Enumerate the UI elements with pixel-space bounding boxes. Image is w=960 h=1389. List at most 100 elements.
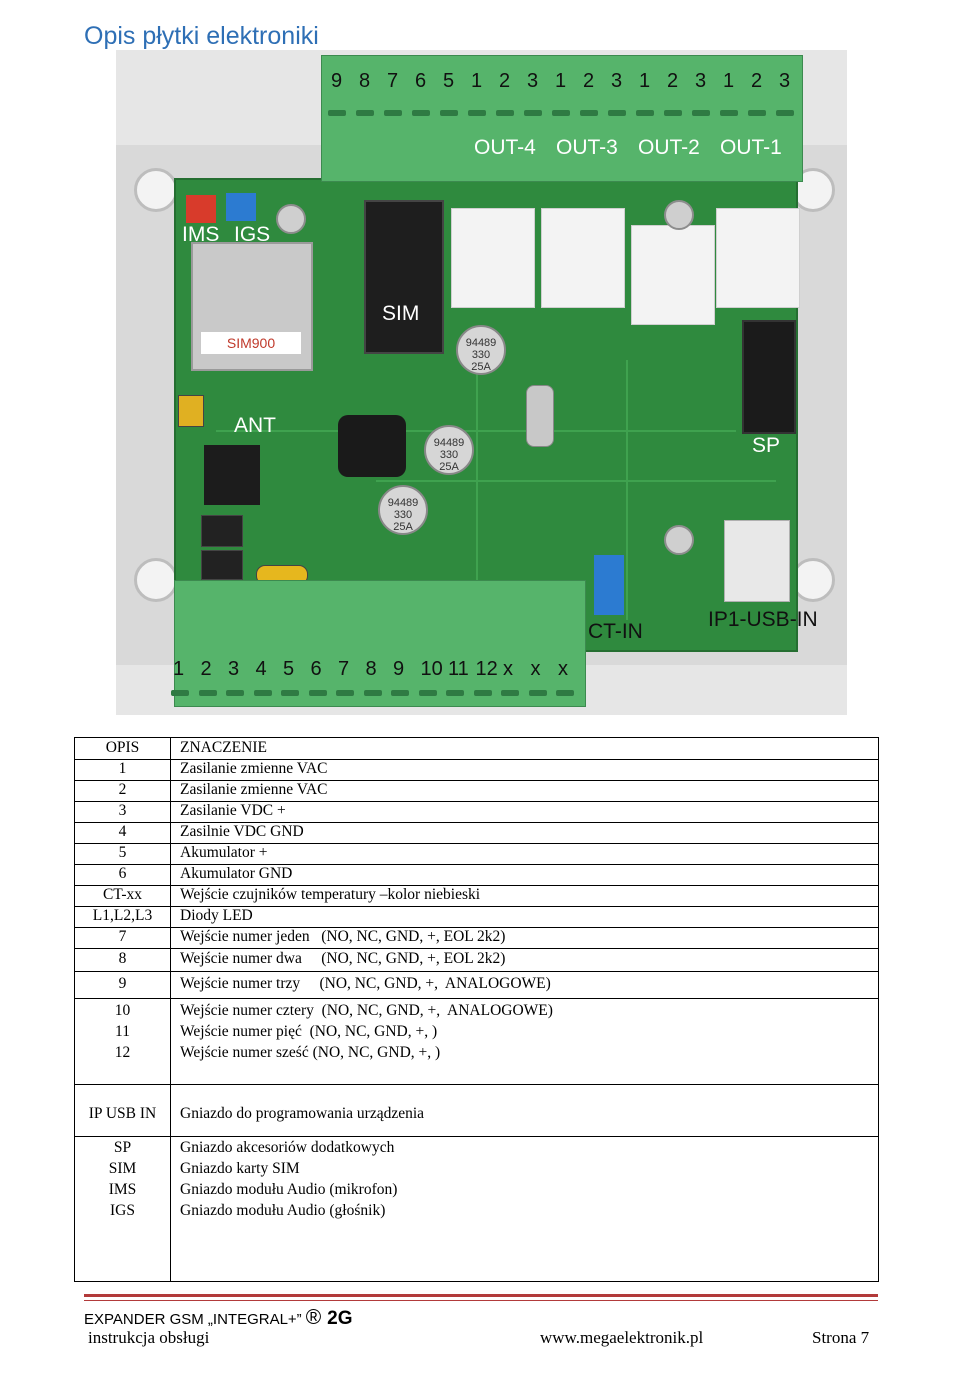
- top-terminal-number: 1: [723, 70, 735, 92]
- footer-product-name: EXPANDER GSM „INTEGRAL+”: [84, 1311, 302, 1328]
- bottom-terminal-number: 1: [173, 658, 185, 680]
- cell-znaczenie: Akumulator +: [180, 844, 268, 861]
- cell-opis: CT-xx: [102, 886, 143, 903]
- cell-opis: 8: [118, 950, 127, 967]
- cell-opis: IMS: [108, 1181, 137, 1198]
- cell-opis: 3: [118, 802, 127, 819]
- top-terminal-number: 9: [331, 70, 343, 92]
- top-terminal-number: 2: [667, 70, 679, 92]
- screw: [664, 525, 694, 555]
- pcb-trace: [376, 480, 776, 482]
- cell-znaczenie: Zasilanie zmienne VAC: [180, 781, 328, 798]
- cell-znaczenie: Gniazdo akcesoriów dodatkowych: [180, 1139, 395, 1156]
- cell-opis: 2: [118, 781, 127, 798]
- terminal-screw: [636, 110, 654, 116]
- terminal-screw: [664, 110, 682, 116]
- top-terminal-number: 1: [555, 70, 567, 92]
- sim-label: SIM: [382, 302, 420, 325]
- top-terminal-number: 2: [583, 70, 595, 92]
- capacitor-text: 94489 330 25A: [433, 437, 465, 473]
- ct-in-connector: [594, 555, 624, 615]
- terminal-screw: [446, 690, 464, 696]
- cell-znaczenie: Zasilnie VDC GND: [180, 823, 304, 840]
- bottom-terminal-number: 5: [283, 658, 295, 680]
- terminal-screw: [328, 110, 346, 116]
- ims-jumper: [186, 195, 216, 223]
- top-terminal-number: 7: [387, 70, 399, 92]
- row-rule: [75, 843, 878, 844]
- row-rule: [75, 948, 878, 949]
- cell-opis: 5: [118, 844, 127, 861]
- top-terminal-number: 5: [443, 70, 455, 92]
- capacitor: 94489 330 25A: [424, 425, 474, 475]
- cell-znaczenie: Zasilanie zmienne VAC: [180, 760, 328, 777]
- top-terminal-number: 3: [695, 70, 707, 92]
- cell-znaczenie: Wejście numer sześć (NO, NC, GND, +, ): [180, 1044, 441, 1061]
- mount-hole: [134, 168, 178, 212]
- bottom-terminal-number: 12: [475, 658, 498, 680]
- voltage-regulator: [204, 445, 260, 505]
- cell-znaczenie: Zasilanie VDC +: [180, 802, 286, 819]
- relay: [631, 225, 715, 325]
- cell-znaczenie: Akumulator GND: [180, 865, 293, 882]
- cell-opis: IGS: [110, 1202, 135, 1219]
- sp-label: SP: [752, 434, 781, 457]
- top-terminal-number: 3: [611, 70, 623, 92]
- cell-znaczenie: Gniazdo do programowania urządzenia: [180, 1105, 425, 1122]
- usb-in-label: IP1-USB-IN: [708, 608, 818, 631]
- ims-label: IMS: [182, 223, 220, 246]
- cell-opis: 7: [118, 928, 127, 945]
- bottom-terminal-block: [174, 580, 586, 707]
- tantalum-capacitor: [178, 395, 204, 427]
- row-rule: [75, 1084, 878, 1085]
- output-label: OUT-4: [474, 136, 536, 159]
- row-rule: [75, 927, 878, 928]
- terminal-screw: [608, 110, 626, 116]
- registered-mark: ®: [305, 1306, 322, 1329]
- cell-znaczenie: Wejście numer cztery (NO, NC, GND, +, AN…: [180, 1002, 553, 1019]
- terminal-screw: [776, 110, 794, 116]
- top-terminal-number: 6: [415, 70, 427, 92]
- footer-generation: 2G: [327, 1308, 353, 1329]
- usb-socket: [724, 520, 790, 602]
- terminal-screw: [253, 690, 272, 696]
- row-rule: [75, 971, 878, 972]
- bottom-terminal-number: 6: [310, 658, 322, 680]
- footer-url[interactable]: www.megaelektronik.pl: [540, 1328, 704, 1347]
- top-terminal-number: 8: [359, 70, 371, 92]
- terminal-screw: [748, 110, 766, 116]
- bottom-terminal-number: x: [503, 658, 513, 680]
- terminal-screw: [552, 110, 570, 116]
- terminal-screw: [418, 690, 437, 696]
- cell-opis: SIM: [108, 1160, 137, 1177]
- pcb-trace: [626, 360, 628, 620]
- cell-znaczenie: Wejście numer pięć (NO, NC, GND, +, ): [180, 1023, 438, 1040]
- cell-opis: 1: [118, 760, 127, 777]
- module-label: SIM900: [201, 332, 301, 354]
- header-opis: OPIS: [105, 739, 140, 756]
- terminal-screw: [692, 110, 710, 116]
- terminal-screw: [226, 690, 244, 696]
- bottom-terminal-number: 11: [448, 658, 469, 680]
- terminal-screw: [363, 690, 382, 696]
- terminal-screw: [384, 110, 402, 116]
- cell-opis: 6: [118, 865, 127, 882]
- footer-rule-thin: [84, 1300, 878, 1301]
- terminal-screw: [171, 690, 189, 696]
- top-terminal-number: 3: [779, 70, 791, 92]
- top-terminal-number: 3: [527, 70, 539, 92]
- top-terminal-block: [321, 55, 803, 182]
- mount-hole: [134, 558, 178, 602]
- terminal-screw: [720, 110, 738, 116]
- output-label: OUT-3: [556, 136, 618, 159]
- terminal-screw: [468, 110, 486, 116]
- top-terminal-number: 2: [751, 70, 763, 92]
- capacitor-text: 94489 330 25A: [387, 497, 419, 533]
- footer-rule: [84, 1294, 878, 1297]
- terminal-screw: [391, 690, 409, 696]
- sim-holder: [364, 200, 444, 354]
- bottom-terminal-number: 2: [200, 658, 212, 680]
- bottom-terminal-number: x: [558, 658, 568, 680]
- cell-opis: 12: [114, 1044, 131, 1061]
